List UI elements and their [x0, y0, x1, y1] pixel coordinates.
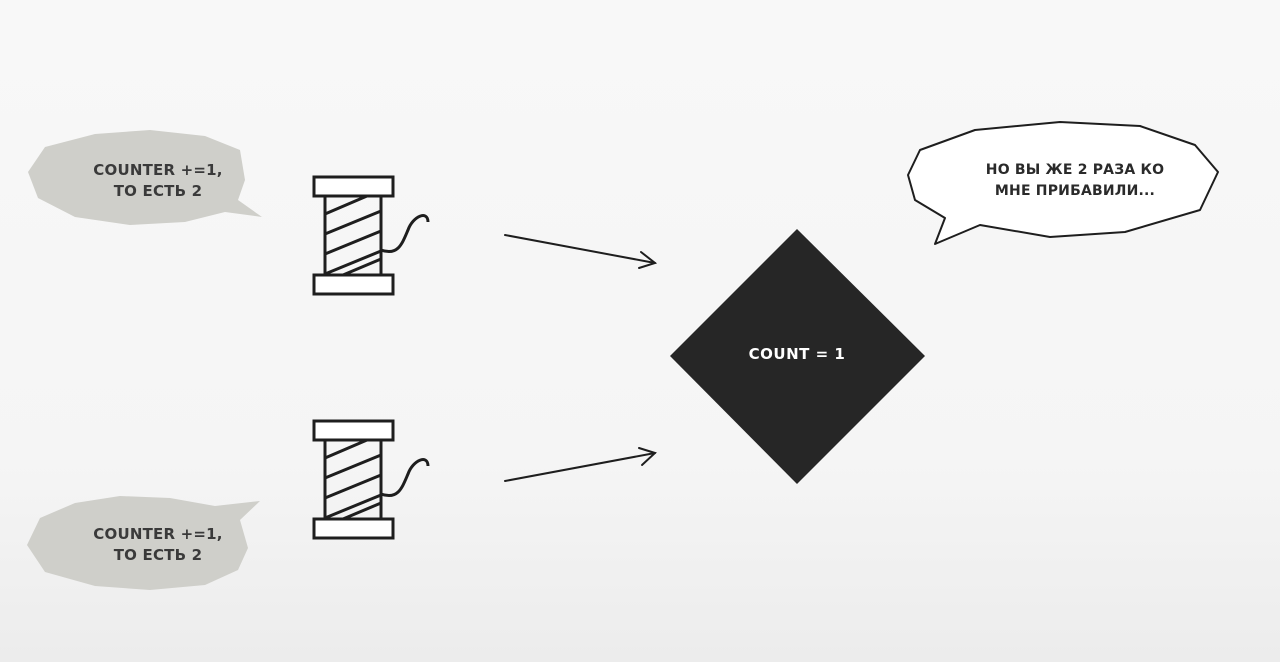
- arrow-bottom: [504, 447, 657, 482]
- arrow-top: [504, 234, 658, 269]
- bubble-line: НО ВЫ ЖЕ 2 РАЗА КО: [985, 162, 1165, 178]
- bubble-line: ТО ЕСТЬ 2: [113, 182, 203, 200]
- count-node-label: COUNT = 1: [748, 345, 846, 363]
- bubble-line: COUNTER +=1,: [93, 525, 223, 543]
- speech-bubble-right: [907, 121, 1219, 245]
- bubble-right-text: НО ВЫ ЖЕ 2 РАЗА КО МНЕ ПРИБАВИЛИ...: [940, 160, 1210, 202]
- speech-bubble-bottom-left: [27, 496, 260, 590]
- speech-bubble-top-left: [28, 130, 262, 225]
- bubble-bottom-left-text: COUNTER +=1, ТО ЕСТЬ 2: [58, 524, 258, 566]
- bubble-line: COUNTER +=1,: [93, 161, 223, 179]
- thread-spool-icon: [312, 419, 430, 540]
- bubble-line: МНЕ ПРИБАВИЛИ...: [994, 183, 1156, 199]
- thread-spool-icon: [312, 175, 430, 296]
- bubble-line: ТО ЕСТЬ 2: [113, 546, 203, 564]
- count-node: [670, 229, 925, 484]
- bubble-top-left-text: COUNTER +=1, ТО ЕСТЬ 2: [58, 160, 258, 202]
